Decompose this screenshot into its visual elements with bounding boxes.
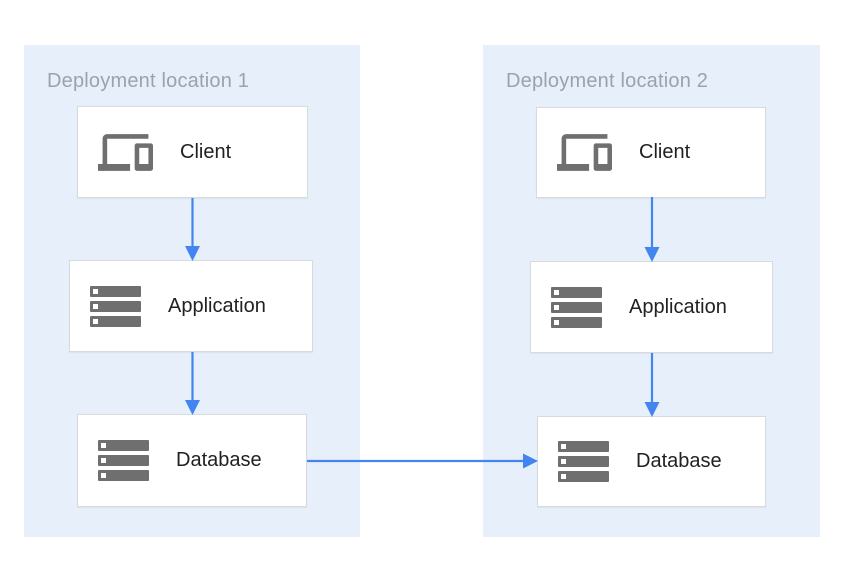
node-label: Client: [639, 141, 691, 163]
node-client-2: Client: [536, 107, 766, 198]
node-label: Application: [168, 294, 266, 317]
zone-2-title: Deployment location 2: [506, 70, 709, 92]
server-stack-icon: [558, 441, 609, 482]
server-stack-icon: [90, 285, 141, 327]
node-label: Client: [180, 140, 232, 163]
zone-deployment-location-1: Deployment location 1 Client A: [24, 45, 360, 537]
server-stack-icon: [98, 440, 149, 481]
server-stack-icon: [551, 286, 602, 328]
devices-icon: [557, 125, 612, 180]
node-label: Database: [176, 449, 262, 471]
node-label: Application: [629, 295, 727, 318]
node-database-1: Database: [77, 414, 307, 507]
node-database-2: Database: [537, 416, 766, 507]
node-application-2: Application: [530, 261, 773, 353]
node-application-1: Application: [69, 260, 313, 352]
node-client-1: Client: [77, 106, 308, 198]
zone-deployment-location-2: Deployment location 2 Client A: [483, 45, 820, 537]
devices-icon: [98, 125, 153, 180]
zone-1-title: Deployment location 1: [47, 70, 250, 92]
node-label: Database: [636, 450, 722, 472]
